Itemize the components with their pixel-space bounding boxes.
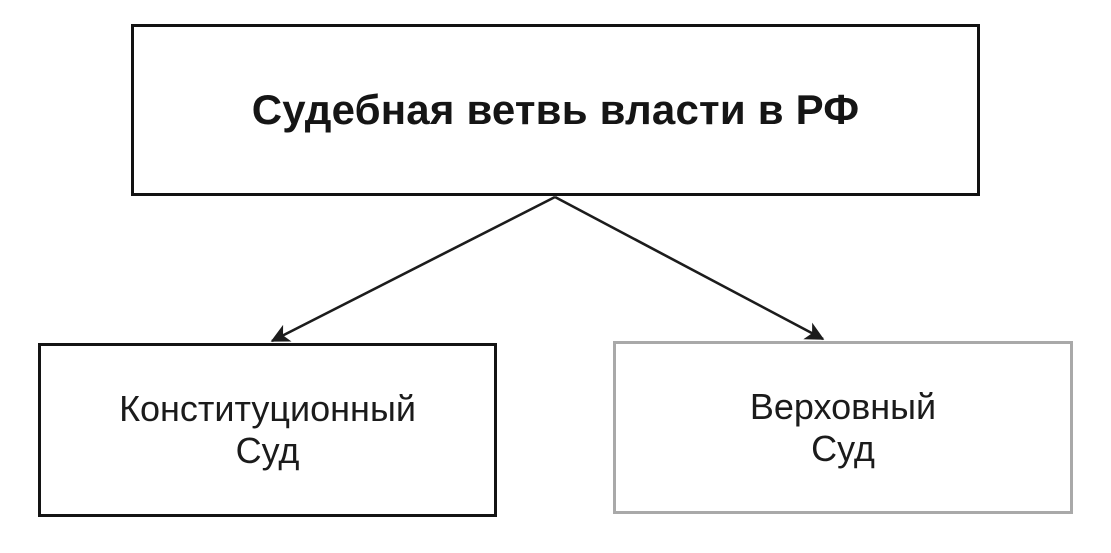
node-supreme-court-label-line1: Верховный <box>749 385 937 427</box>
node-root-label: Судебная ветвь власти в РФ <box>251 86 860 134</box>
node-judicial-branch-root: Судебная ветвь власти в РФ <box>131 24 980 196</box>
node-supreme-court: Верховный Суд <box>613 341 1073 514</box>
node-supreme-court-label: Верховный Суд <box>750 386 936 470</box>
node-supreme-court-label-line2: Суд <box>811 427 875 469</box>
node-constitutional-court-label-line1: Конституционный <box>119 388 416 430</box>
arrow-root-to-supreme-court <box>554 195 825 341</box>
node-constitutional-court: Конституционный Суд <box>38 343 497 517</box>
node-constitutional-court-label-line2: Суд <box>235 430 300 471</box>
node-constitutional-court-label: Конституционный Суд <box>119 388 416 472</box>
arrow-root-to-constitutional-court <box>270 195 556 343</box>
